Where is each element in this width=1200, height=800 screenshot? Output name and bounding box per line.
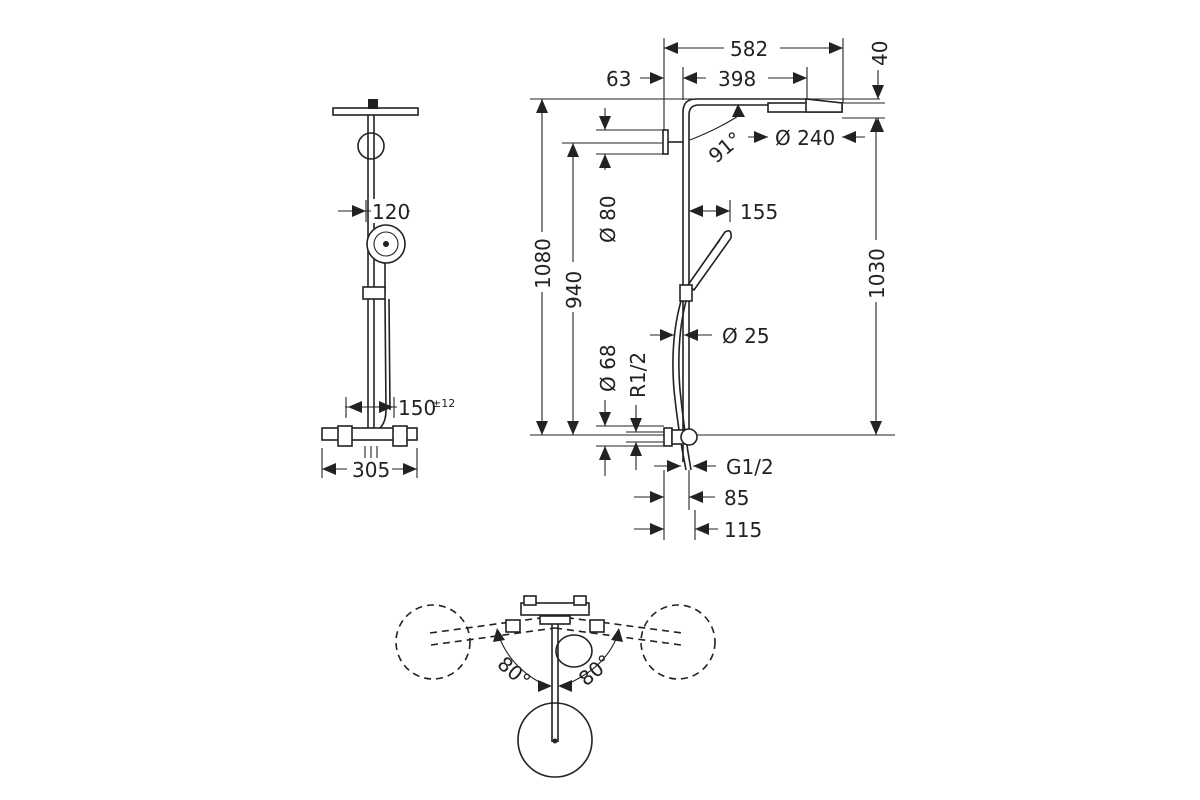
dim-side-arm-angle: 91°	[704, 127, 747, 168]
side-hand-shower	[686, 230, 732, 292]
dim-side-depth-115: 115	[724, 518, 762, 542]
dim-front-thermostat-width: 305	[352, 458, 390, 482]
dim-side-bracket-diameter: Ø 80	[596, 195, 620, 243]
top-thermostat	[520, 602, 590, 616]
dim-side-wall-offset: 63	[606, 67, 631, 91]
side-wall-bracket	[662, 129, 669, 155]
dim-top-swivel-right: 80°	[574, 650, 617, 691]
dim-side-total-projection: 582	[730, 37, 768, 61]
dim-front-head-width: 120	[372, 200, 410, 224]
dim-side-outlet-thread: G1/2	[726, 455, 774, 479]
top-hand-shower	[555, 634, 593, 668]
side-riser-arm	[682, 98, 810, 435]
front-wall-bracket	[357, 132, 385, 160]
dim-side-head-thickness: 40	[868, 41, 892, 66]
side-slider	[679, 284, 693, 302]
top-swivel-left	[395, 604, 471, 680]
side-thermostat	[663, 427, 673, 447]
dim-side-head-height: 1030	[865, 248, 889, 299]
front-slider	[362, 286, 386, 300]
side-hose	[672, 300, 687, 471]
dim-side-hose-diameter: Ø 25	[722, 324, 770, 348]
dim-side-total-height: 1080	[531, 238, 555, 289]
top-overhead-shower	[517, 702, 593, 778]
side-thermostat-knob	[680, 428, 698, 446]
dim-side-head-diameter: Ø 240	[775, 126, 835, 150]
front-overhead-shower	[332, 107, 419, 116]
dim-side-rail-height: 940	[562, 271, 586, 309]
dim-side-depth-85: 85	[724, 486, 749, 510]
front-overhead-connector	[368, 99, 378, 109]
dim-front-spacing-tolerance: ±12	[432, 397, 455, 410]
side-view: 582 398 63 40 91° Ø 240 155	[530, 36, 895, 542]
top-swivel-right	[640, 604, 716, 680]
dim-side-inlet-thread: R1/2	[626, 352, 650, 398]
front-hose	[379, 298, 387, 429]
front-view: 120 150 ±12 305	[321, 99, 455, 482]
top-view: 80° 80°	[395, 595, 716, 778]
dim-side-hand-shower-offset: 155	[740, 200, 778, 224]
dim-top-swivel-left: 80°	[493, 651, 536, 692]
dim-front-spacing: 150	[398, 396, 436, 420]
dim-side-arm-length: 398	[718, 67, 756, 91]
dim-side-connection-diameter: Ø 68	[596, 344, 620, 392]
